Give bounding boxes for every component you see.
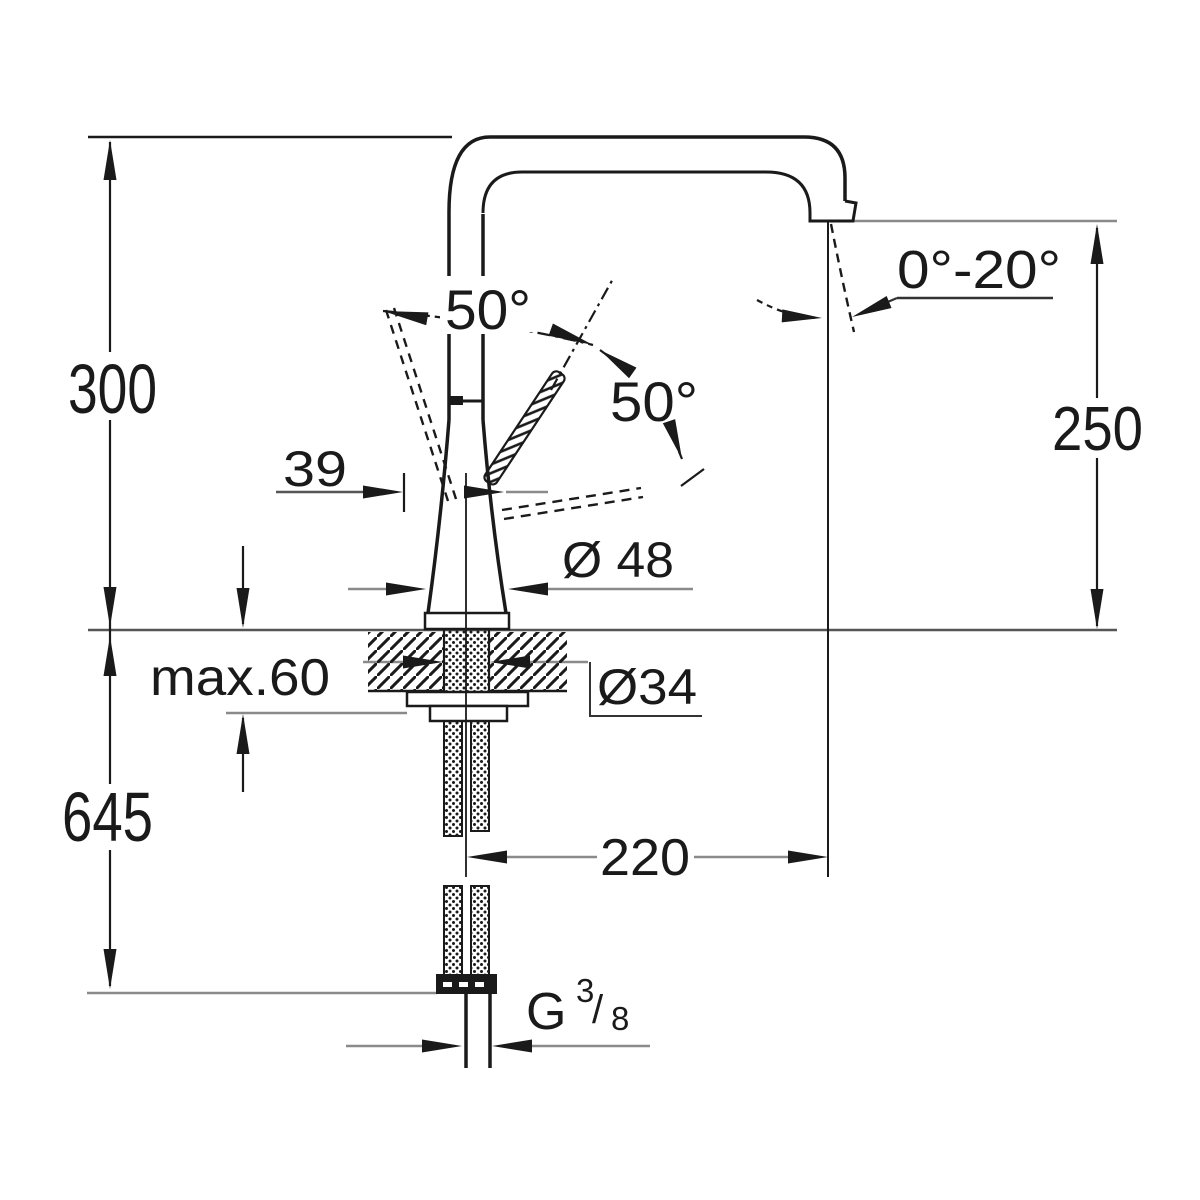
dim-hole-diameter-label: Ø34 <box>597 659 697 715</box>
spray-stream-dashed <box>829 223 856 333</box>
body-base-flange <box>423 611 511 631</box>
lever-down-position-dashed <box>501 486 644 521</box>
dim-250-label: 250 <box>1052 395 1143 464</box>
thread-size-denominator: 8 <box>611 1000 629 1037</box>
thread-size-numerator: 3 <box>576 972 594 1009</box>
dim-39-label: 39 <box>283 441 347 497</box>
lever-tilted-position-dashed <box>384 307 458 502</box>
dim-max60-label: max.60 <box>150 649 330 707</box>
faucet-body-outline <box>423 135 858 631</box>
dim-300-label: 300 <box>68 350 157 428</box>
thread-size-slash: / <box>592 988 604 1032</box>
dim-body-diameter-label: Ø 48 <box>562 532 674 588</box>
spout-outlet-tip <box>808 199 858 223</box>
body-cone-right <box>481 419 508 614</box>
dim-220-label: 220 <box>600 829 690 887</box>
lever-axis-extension <box>550 276 615 391</box>
supply-hoses <box>436 720 497 1068</box>
dim-50-front-label: 50° <box>445 278 531 341</box>
leader-lines <box>87 219 1117 1048</box>
mounting-nut <box>428 704 509 723</box>
thread-size-prefix: G <box>526 983 566 1041</box>
dim-50-back-label: 50° <box>610 370 698 433</box>
body-cone-left <box>426 419 451 614</box>
hole-diameter-leader <box>589 662 702 717</box>
dimension-arrowheads <box>103 140 1104 1053</box>
dimension-labels: 300 645 250 220 max.60 Ø 48 Ø34 39 50° 5… <box>62 240 1143 1041</box>
countertop-cross-section <box>368 630 567 723</box>
lever-down-tick <box>680 468 705 487</box>
mounting-washer <box>405 690 530 708</box>
spray-angle-leader <box>863 296 1053 314</box>
label-backing <box>606 366 706 426</box>
dim-645-label: 645 <box>62 778 153 856</box>
spout-outer-edge <box>447 135 847 213</box>
dim-spray-angle-label: 0°-20° <box>897 240 1061 300</box>
label-backing <box>440 276 535 332</box>
spout-inner-edge <box>481 170 812 214</box>
